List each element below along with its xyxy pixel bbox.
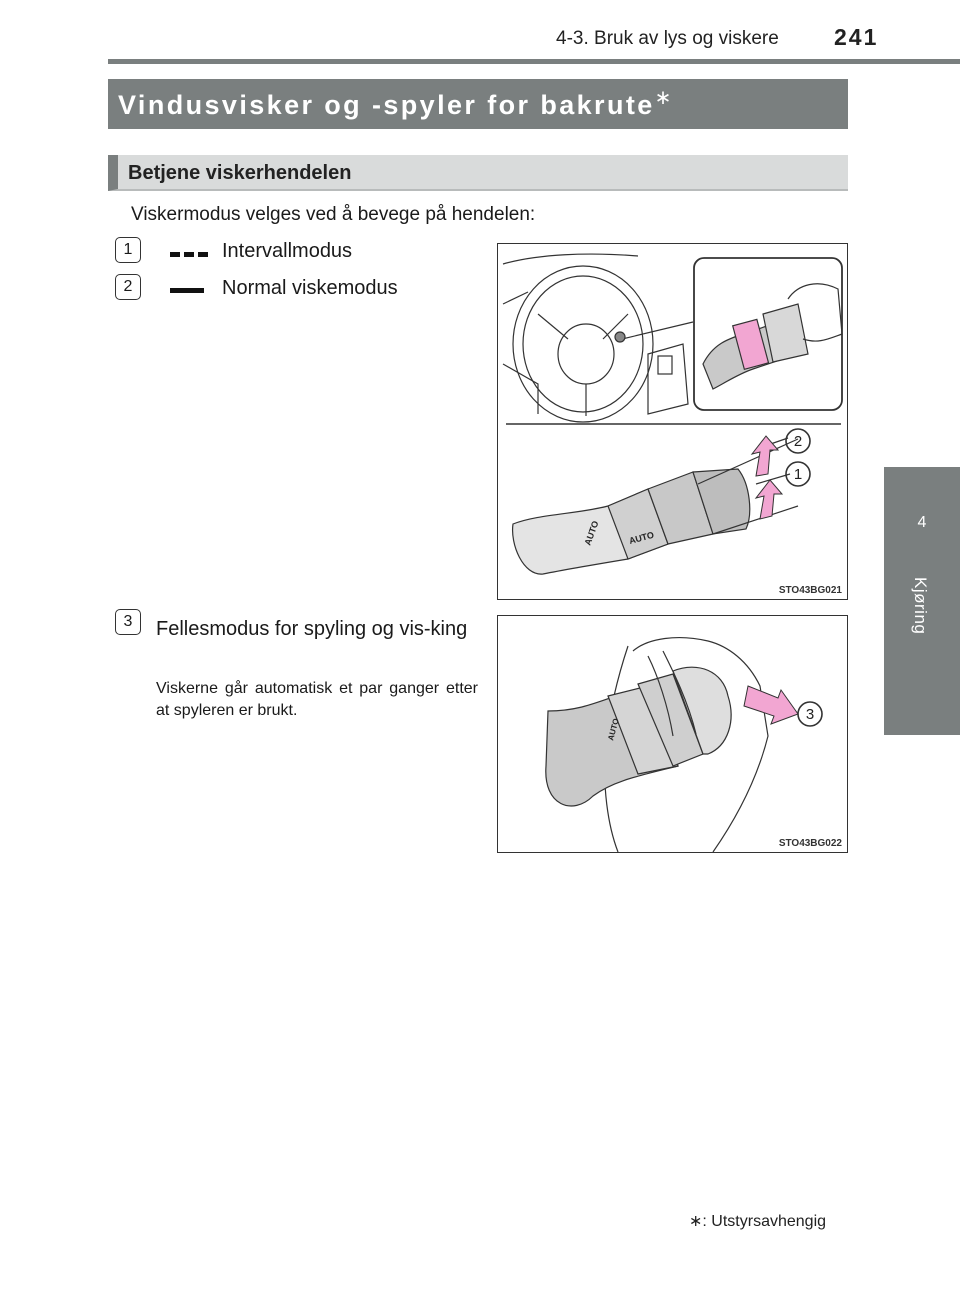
mode-2-number: 2 [115, 274, 141, 300]
mode-2-label: Normal viskemodus [222, 277, 398, 299]
mode-3-number: 3 [115, 609, 141, 635]
figure-wiper-lever-push: 3 AUTO STO43BG022 [497, 615, 848, 853]
chapter-tab-label: Kjøring [911, 577, 930, 635]
callout-1: 1 [794, 466, 802, 483]
footnote: ∗: Utstyrsavhengig [689, 1213, 827, 1230]
page-title-text: Vindusvisker og -spyler for bakrute [118, 90, 655, 120]
subheading: Betjene viskerhendelen [128, 162, 352, 184]
figure-1-code: STO43BG021 [778, 585, 842, 596]
optional-equipment-marker: ∗ [654, 87, 672, 109]
mode-1-label: Intervallmodus [222, 240, 353, 262]
figure-wiper-lever-positions: 2 1 AUTO AUTO STO43BG021 [497, 243, 848, 600]
solid-bar-icon [170, 288, 204, 293]
page-number: 241 [834, 24, 879, 50]
header-rule [108, 59, 960, 64]
dashed-bar-icon [170, 252, 208, 257]
callout-2: 2 [794, 433, 802, 450]
callout-3: 3 [806, 706, 814, 723]
lever-push-illustration: 3 AUTO [545, 636, 823, 852]
page-title: Vindusvisker og -spyler for bakrute∗ [118, 85, 671, 121]
mode-3-note: Viskerne går automatisk et par ganger et… [156, 680, 478, 719]
wiper-lever-illustration: 2 1 AUTO AUTO [502, 253, 843, 575]
intro-text: Viskermodus velges ved å bevege på hende… [131, 204, 536, 225]
mode-1-number: 1 [115, 237, 141, 263]
section-breadcrumb: 4-3. Bruk av lys og viskere [556, 28, 779, 49]
chapter-tab-number: 4 [917, 514, 927, 531]
chapter-tab[interactable]: 4 Kjøring [884, 467, 960, 735]
mode-3-label: Fellesmodus for spyling og vis-king [156, 618, 468, 640]
title-banner: Vindusvisker og -spyler for bakrute∗ [108, 79, 848, 129]
figure-2-code: STO43BG022 [778, 838, 842, 849]
subheading-bar: Betjene viskerhendelen [108, 155, 848, 191]
